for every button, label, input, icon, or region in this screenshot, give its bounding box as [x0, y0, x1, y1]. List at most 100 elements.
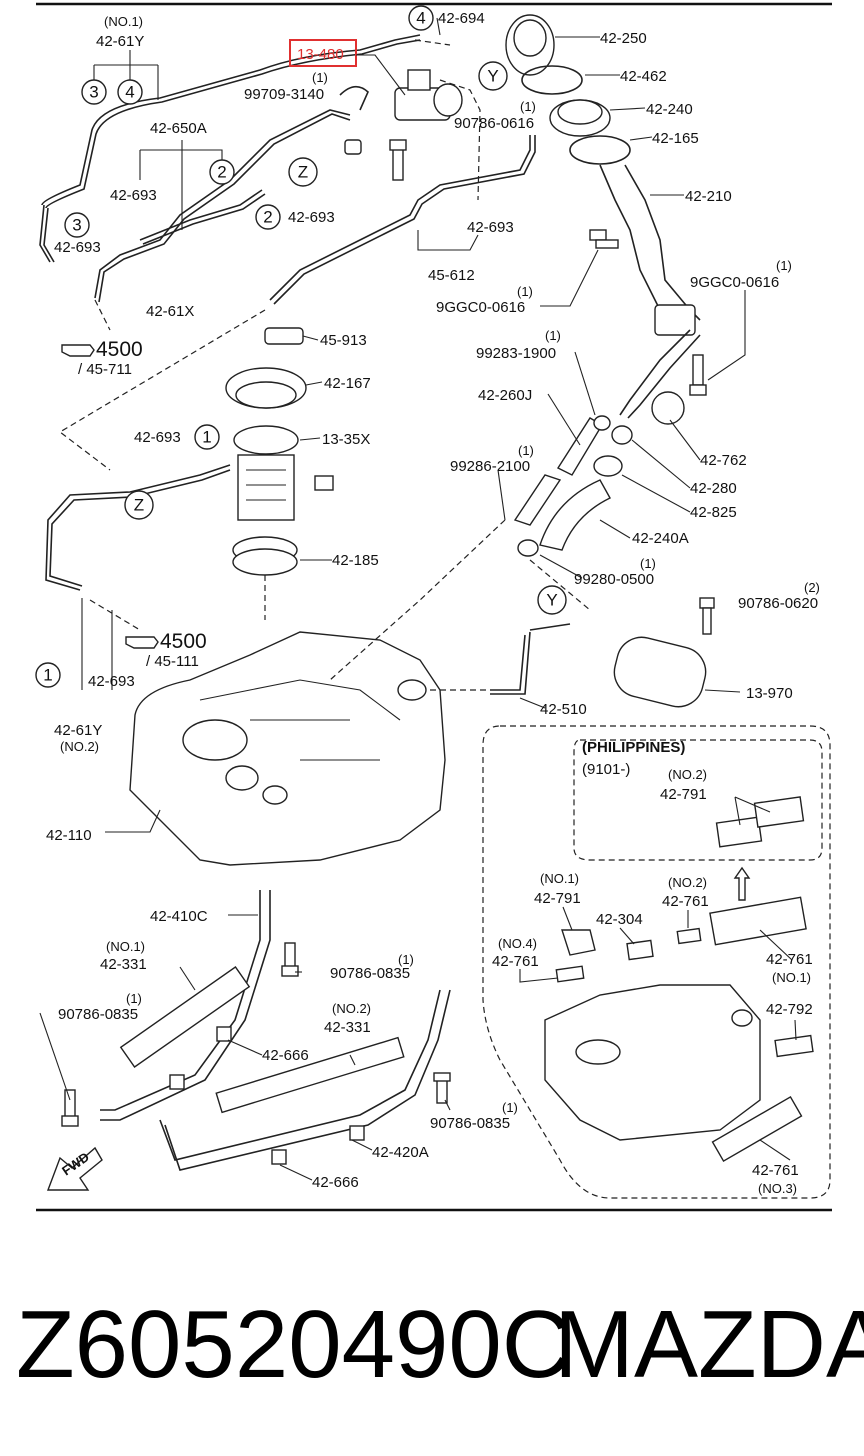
label-42-110: 42-110 [46, 827, 92, 844]
label-42-762: 42-762 [700, 452, 747, 469]
label-42-420a: 42-420A [372, 1144, 429, 1161]
pad-42-331-no1 [119, 966, 251, 1068]
label-r-no4: (NO.4) [498, 936, 537, 951]
label-42-693-e: 42-693 [134, 429, 181, 446]
label-r-no1-b: (NO.1) [772, 970, 811, 985]
label-13-480: 13-480 [297, 46, 344, 63]
label-42-185: 42-185 [332, 552, 379, 569]
hose-99286 [513, 474, 562, 526]
label-42-165: 42-165 [652, 130, 699, 147]
label-99286: 99286-2100 [450, 458, 530, 475]
fuel-pipe-61y [39, 34, 421, 263]
label-90786-0620: 90786-0620 [738, 595, 818, 612]
callout-z-top: Z [288, 157, 318, 187]
label-42-693-c: 42-693 [288, 209, 335, 226]
filler-neck-42-240 [549, 99, 611, 137]
label-42-280: 42-280 [690, 480, 737, 497]
label-99286-qty: (1) [518, 443, 534, 458]
bolts-top [389, 139, 715, 635]
clamp-99283 [593, 415, 611, 431]
filler-cap-42-250 [505, 14, 555, 76]
label-9ggc-a: 9GGC0-0616 [436, 299, 525, 316]
label-42-693-d: 42-693 [467, 219, 514, 236]
clamp-42-825 [593, 455, 623, 477]
label-90786-0620-qty: (2) [804, 580, 820, 595]
cap-42-762 [651, 391, 685, 425]
label-r-42-791: 42-791 [534, 890, 581, 907]
label-r-42-761-c: 42-761 [766, 951, 813, 968]
label-90786-0835-c: 90786-0835 [430, 1115, 510, 1132]
fuel-pipe-61x [94, 109, 351, 303]
strap-42-410c [100, 890, 271, 1121]
label-r-42-761-a: 42-761 [662, 893, 709, 910]
svg-text:Y: Y [546, 591, 557, 610]
nuts-42-666 [169, 1026, 365, 1165]
svg-text:2: 2 [217, 163, 226, 182]
label-99283: 99283-1900 [476, 345, 556, 362]
brand-name: MAZDA [554, 1291, 864, 1398]
strap-42-420a [159, 989, 451, 1171]
callout-1-mid: 1 [194, 424, 220, 450]
label-42-331-b: 42-331 [324, 1019, 371, 1036]
label-r-42-761-b: 42-761 [492, 953, 539, 970]
lock-ring-42-167 [225, 367, 307, 409]
label-r-42-792: 42-792 [766, 1001, 813, 1018]
highlight-box [289, 39, 357, 67]
label-45-111: / 45-111 [146, 653, 199, 670]
svg-text:1: 1 [43, 666, 52, 685]
clip-45-913 [264, 327, 304, 345]
label-leaders [39, 17, 797, 1181]
label-4500-a: 4500 [96, 338, 143, 361]
label-42-650a: 42-650A [150, 120, 207, 137]
label-99283-qty: (1) [545, 328, 561, 343]
fwd-arrow [46, 1146, 103, 1191]
svg-text:3: 3 [72, 216, 81, 235]
label-9ggc-b: 9GGC0-0616 [690, 274, 779, 291]
label-90786-0835-a-qty: (1) [398, 952, 414, 967]
callout-3-top: 3 [81, 79, 107, 105]
label-90786-0616-qty: (1) [520, 99, 536, 114]
label-42-666-a: 42-666 [262, 1047, 309, 1064]
label-r-42-761-d: 42-761 [752, 1162, 799, 1179]
fuel-tank-42-110 [129, 631, 446, 866]
svg-text:2: 2 [263, 208, 272, 227]
label-45-612: 45-612 [428, 267, 475, 284]
label-ph-range: (9101-) [582, 761, 630, 778]
pointer-hand-icon-a [61, 344, 95, 357]
label-42-260j: 42-260J [478, 387, 532, 404]
labels-panel [482, 725, 831, 1199]
label-42-693-f: 42-693 [88, 673, 135, 690]
vapor-hose-650a [139, 189, 266, 245]
label-45-711: / 45-711 [78, 361, 132, 378]
return-pipe-left [45, 464, 231, 591]
label-r-no3: (NO.3) [758, 1181, 797, 1196]
label-90786-0616: 90786-0616 [454, 115, 534, 132]
label-42-693-a: 42-693 [110, 187, 157, 204]
footer-caption: Z60520490C MAZDA [0, 1290, 864, 1400]
label-42-250: 42-250 [600, 30, 647, 47]
label-42-61y-top: 42-61Y [96, 33, 144, 50]
label-42-331-a: 42-331 [100, 956, 147, 973]
callout-y-mid: Y [537, 585, 567, 615]
callout-1-low: 1 [35, 662, 61, 688]
pointer-hand-icon-b [125, 636, 159, 649]
gasket-42-462 [521, 65, 583, 95]
callout-4-mid: 4 [117, 79, 143, 105]
label-42-240: 42-240 [646, 101, 693, 118]
label-99709-qty: (1) [312, 70, 328, 85]
label-philippines: (PHILIPPINES) [582, 739, 685, 756]
label-9ggc-a-qty: (1) [517, 284, 533, 299]
hose-42-240a [539, 479, 611, 551]
callout-2-b: 2 [255, 204, 281, 230]
pad-42-331-no2 [215, 1036, 405, 1114]
label-42-462: 42-462 [620, 68, 667, 85]
fuel-pump-13-35x [233, 425, 334, 521]
label-ph-no2: (NO.2) [668, 767, 707, 782]
label-no1-331: (NO.1) [106, 939, 145, 954]
label-90786-0835-b: 90786-0835 [58, 1006, 138, 1023]
svg-text:3: 3 [89, 83, 98, 102]
canister-13-970 [490, 623, 707, 708]
label-13-35x: 13-35X [322, 431, 370, 448]
part-number: Z60520490C [16, 1291, 572, 1398]
